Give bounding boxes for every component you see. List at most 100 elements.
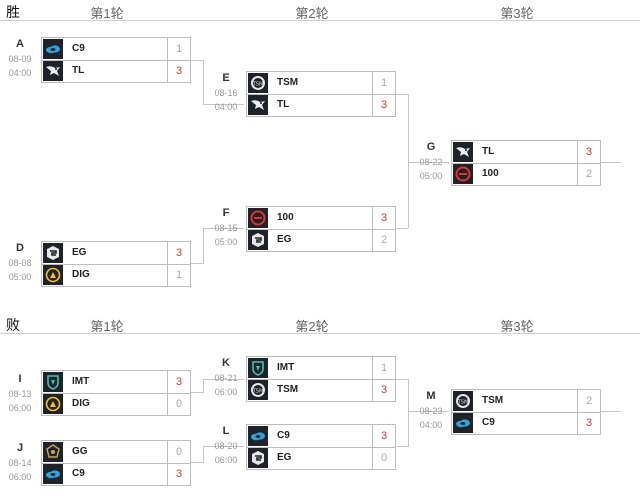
- losers-round-1-label: 第1轮: [90, 319, 124, 334]
- team-score: 3: [167, 60, 190, 82]
- team-score: 3: [167, 242, 190, 264]
- team-score: 0: [372, 447, 395, 469]
- connector-line: [191, 462, 203, 463]
- match-k-time: 06:00: [214, 387, 238, 397]
- c9-logo-icon: [248, 426, 268, 446]
- team-score: 2: [577, 390, 600, 412]
- connector-line: [396, 379, 408, 380]
- match-g-letter: G: [426, 141, 436, 153]
- match-m-time: 04:00: [419, 420, 443, 430]
- match-d-date: 08-08: [8, 258, 32, 268]
- match-f-date: 08-15: [214, 223, 238, 233]
- tsm-logo-icon: TSM: [248, 380, 268, 400]
- match-l-letter: L: [222, 425, 230, 437]
- match-j-letter: J: [16, 442, 24, 454]
- team-name: EG: [277, 234, 292, 245]
- team-name: 100: [482, 168, 499, 179]
- team-row[interactable]: EG 2: [247, 229, 395, 251]
- imt-logo-icon: [248, 358, 268, 378]
- connector-line: [191, 263, 203, 264]
- match-e-time: 04:00: [214, 102, 238, 112]
- connector-line: [191, 392, 203, 393]
- match-e-letter: E: [222, 72, 230, 84]
- match-i-letter: I: [18, 373, 22, 385]
- connector-line: [203, 60, 204, 104]
- losers-round-3-label: 第3轮: [500, 319, 534, 334]
- connector-line: [203, 446, 204, 463]
- match-l-date: 08-20: [214, 441, 238, 451]
- connector-line: [408, 162, 449, 163]
- match-i-time: 06:00: [8, 403, 32, 413]
- gg-logo-icon: [43, 442, 63, 462]
- connector-line: [408, 94, 409, 228]
- match-f-letter: F: [222, 207, 230, 219]
- match-m-letter: M: [426, 390, 436, 402]
- tl-logo-icon: [453, 142, 473, 162]
- connector-line: [203, 228, 244, 229]
- connector-line: [203, 446, 244, 447]
- team-score: 1: [167, 264, 190, 286]
- connector-line: [408, 379, 409, 447]
- team-name: IMT: [72, 376, 90, 387]
- team-score: 1: [372, 357, 395, 379]
- team-score: 2: [372, 229, 395, 251]
- match-d-letter: D: [16, 242, 24, 254]
- eg-logo-icon: [43, 243, 63, 263]
- connector-line: [396, 228, 408, 229]
- c9-logo-icon: [43, 464, 63, 484]
- connector-line: [203, 104, 244, 105]
- match-l-time: 06:00: [214, 455, 238, 465]
- team-row[interactable]: TL 3: [42, 60, 190, 82]
- dig-logo-icon: [43, 265, 63, 285]
- imt-logo-icon: [43, 372, 63, 392]
- team-name: C9: [72, 468, 85, 479]
- team-score: 3: [577, 141, 600, 163]
- match-g-date: 08-22: [419, 157, 443, 167]
- match-a-time: 04:00: [8, 68, 32, 78]
- team-row[interactable]: TL 3: [247, 94, 395, 116]
- team-score: 3: [372, 94, 395, 116]
- team-name: TL: [277, 99, 290, 110]
- connector-line: [191, 60, 203, 61]
- team-name: TL: [72, 65, 85, 76]
- team-score: 3: [167, 371, 190, 393]
- winners-bracket-label: 胜: [6, 4, 20, 20]
- team-row[interactable]: IMT 3: [42, 371, 190, 394]
- team-score: 3: [372, 425, 395, 447]
- match-e-date: 08-16: [214, 88, 238, 98]
- connector-line: [203, 379, 204, 393]
- connector-line: [203, 379, 244, 380]
- losers-round-2-label: 第2轮: [295, 319, 329, 334]
- svg-text:TSM: TSM: [457, 400, 469, 406]
- team-name: C9: [482, 417, 495, 428]
- match-a-letter: A: [16, 38, 24, 50]
- team-name: TSM: [277, 384, 299, 395]
- c9-logo-icon: [453, 413, 473, 433]
